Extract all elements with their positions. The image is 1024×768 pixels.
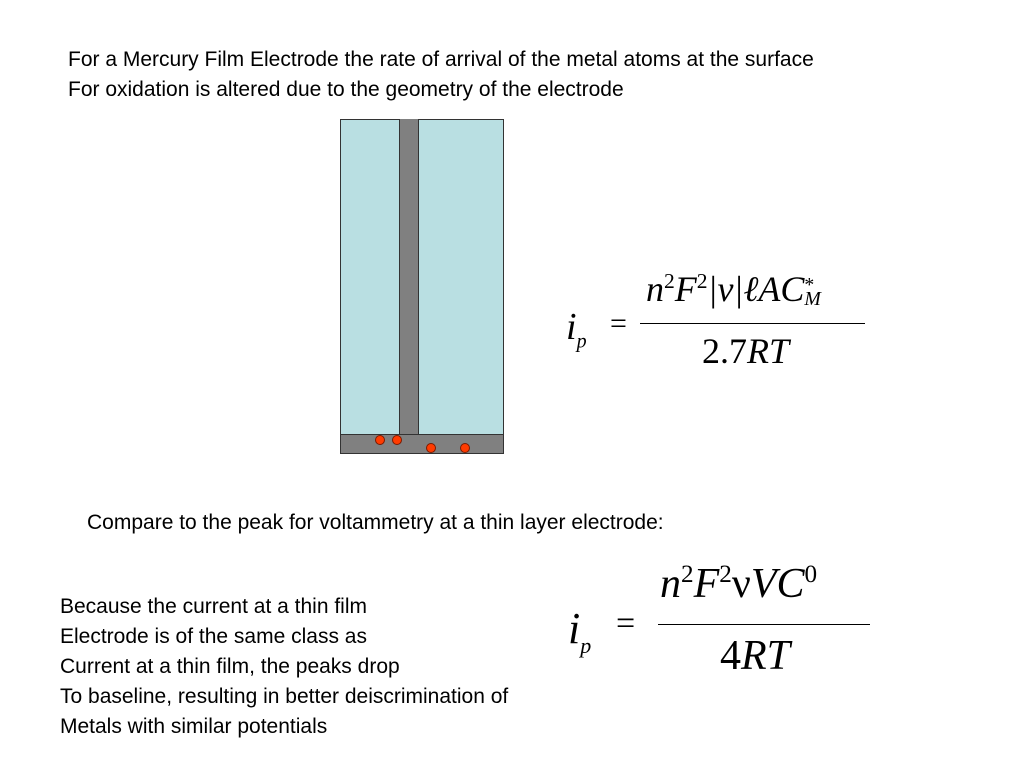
equation-1-fraction-bar bbox=[640, 323, 865, 324]
mercury-film bbox=[340, 434, 504, 454]
equation-1-numerator: n2F2|v|ℓAC*M bbox=[646, 269, 821, 310]
intro-line-1: For a Mercury Film Electrode the rate of… bbox=[68, 48, 814, 71]
equation-1-equals: = bbox=[610, 307, 627, 340]
intro-line-2: For oxidation is altered due to the geom… bbox=[68, 78, 624, 101]
note-line-2: Electrode is of the same class as bbox=[60, 625, 367, 648]
solution-cell bbox=[340, 119, 504, 437]
metal-atom bbox=[426, 443, 436, 453]
equation-2-lhs: ip bbox=[568, 604, 592, 658]
note-line-3: Current at a thin film, the peaks drop bbox=[60, 655, 400, 678]
compare-text: Compare to the peak for voltammetry at a… bbox=[87, 511, 664, 534]
metal-atom bbox=[392, 435, 402, 445]
note-line-1: Because the current at a thin film bbox=[60, 595, 367, 618]
equation-2-fraction-bar bbox=[658, 624, 870, 625]
equation-2-denominator: 4RT bbox=[720, 633, 791, 679]
electrode-rod bbox=[399, 119, 419, 435]
note-text: Because the current at a thin film Elect… bbox=[60, 592, 508, 742]
metal-atom bbox=[375, 435, 385, 445]
metal-atom bbox=[460, 443, 470, 453]
equation-2-numerator: n2F2νVC0 bbox=[660, 561, 818, 607]
electrode-diagram bbox=[340, 119, 504, 454]
equation-1-denominator: 2.7RT bbox=[702, 331, 790, 371]
intro-text: For a Mercury Film Electrode the rate of… bbox=[68, 45, 814, 105]
equation-1-lhs: ip bbox=[566, 306, 587, 353]
note-line-4: To baseline, resulting in better deiscri… bbox=[60, 685, 509, 708]
note-line-5: Metals with similar potentials bbox=[60, 715, 328, 738]
equation-2-equals: = bbox=[616, 605, 636, 642]
